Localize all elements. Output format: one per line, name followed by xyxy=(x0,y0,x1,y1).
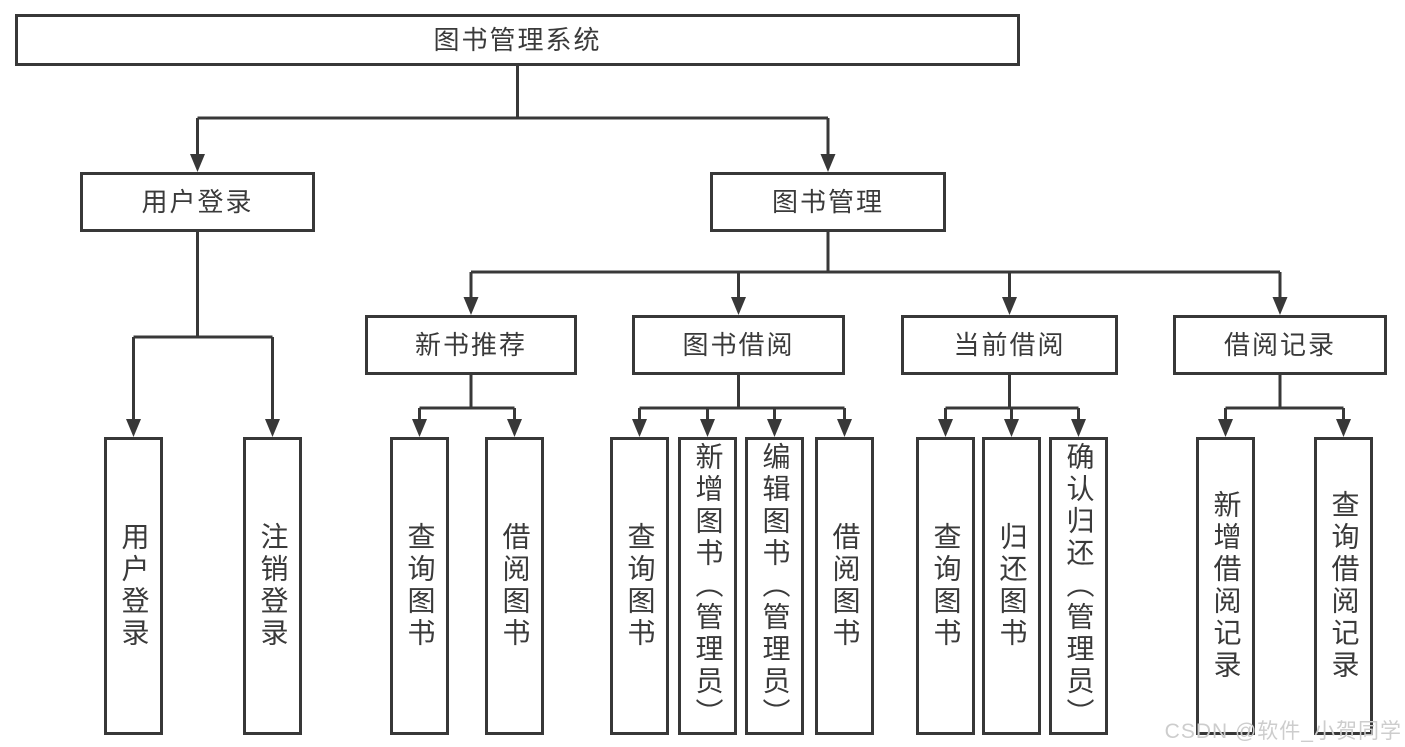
node-label: 用户登录 xyxy=(118,522,150,650)
node-label: 图书借阅 xyxy=(682,330,795,360)
node-new-book-recommendation: 新书推荐 xyxy=(365,315,577,375)
arrow-down-icon xyxy=(1071,419,1086,437)
arrow-down-icon xyxy=(938,419,953,437)
arrow-down-icon xyxy=(507,419,522,437)
node-leaf-return-books: 归还图书 xyxy=(982,437,1041,735)
node-label: 查询图书 xyxy=(404,522,436,650)
node-leaf-query-books-1: 查询图书 xyxy=(390,437,449,735)
connector-new-book-split xyxy=(412,375,522,437)
node-label: 用户登录 xyxy=(141,187,254,217)
node-leaf-query-books-3: 查询图书 xyxy=(916,437,975,735)
node-leaf-confirm-return-admin: 确认归还（管理员） xyxy=(1049,437,1108,735)
node-label: 图书管理系统 xyxy=(433,25,602,55)
node-label: 借阅记录 xyxy=(1223,330,1336,360)
arrow-down-icon xyxy=(463,297,479,315)
node-leaf-query-books-2: 查询图书 xyxy=(610,437,669,735)
arrow-down-icon xyxy=(1272,297,1288,315)
node-leaf-borrow-books-1: 借阅图书 xyxy=(485,437,544,735)
arrow-down-icon xyxy=(412,419,427,437)
arrow-down-icon xyxy=(1004,419,1019,437)
connector-user-login-split xyxy=(126,232,280,437)
node-root-system: 图书管理系统 xyxy=(15,14,1020,66)
node-label: 图书管理 xyxy=(771,187,884,217)
node-label: 查询图书 xyxy=(930,522,962,650)
node-label: 借阅图书 xyxy=(829,522,861,650)
node-label: 确认归还（管理员） xyxy=(1063,442,1095,730)
node-leaf-borrow-books-2: 借阅图书 xyxy=(815,437,874,735)
connector-root-split xyxy=(190,66,836,172)
arrow-down-icon xyxy=(1002,297,1017,315)
arrow-down-icon xyxy=(126,419,141,437)
node-leaf-edit-books-admin: 编辑图书（管理员） xyxy=(745,437,804,735)
node-book-management: 图书管理 xyxy=(710,172,946,232)
node-leaf-query-borrow-record: 查询借阅记录 xyxy=(1314,437,1373,735)
node-label: 编辑图书（管理员） xyxy=(759,442,791,730)
arrow-down-icon xyxy=(1218,419,1233,437)
node-label: 当前借阅 xyxy=(953,330,1066,360)
connector-book-management-split xyxy=(463,232,1288,315)
node-leaf-logout: 注销登录 xyxy=(243,437,302,735)
arrow-down-icon xyxy=(767,419,782,437)
node-borrowing-records: 借阅记录 xyxy=(1173,315,1387,375)
node-label: 查询图书 xyxy=(624,522,656,650)
arrow-down-icon xyxy=(632,419,647,437)
arrow-down-icon xyxy=(820,154,836,172)
arrow-down-icon xyxy=(837,419,852,437)
arrow-down-icon xyxy=(731,297,746,315)
csdn-watermark: CSDN @软件_小贺同学 xyxy=(1164,720,1402,743)
connector-current-borrow-split xyxy=(938,375,1086,437)
node-book-borrowing: 图书借阅 xyxy=(632,315,845,375)
connector-borrow-records-split xyxy=(1218,375,1351,437)
node-label: 借阅图书 xyxy=(499,522,531,650)
arrow-down-icon xyxy=(265,419,280,437)
node-label: 查询借阅记录 xyxy=(1328,490,1360,682)
node-label: 注销登录 xyxy=(257,522,289,650)
arrow-down-icon xyxy=(700,419,715,437)
node-user-login: 用户登录 xyxy=(80,172,315,232)
node-label: 新增图书（管理员） xyxy=(692,442,724,730)
node-leaf-add-borrow-record: 新增借阅记录 xyxy=(1196,437,1255,735)
node-label: 新增借阅记录 xyxy=(1210,490,1242,682)
connector-book-borrow-split xyxy=(632,375,852,437)
arrow-down-icon xyxy=(190,154,205,172)
arrow-down-icon xyxy=(1336,419,1351,437)
node-leaf-user-login: 用户登录 xyxy=(104,437,163,735)
node-label: 归还图书 xyxy=(996,522,1028,650)
node-current-borrowing: 当前借阅 xyxy=(901,315,1118,375)
node-leaf-add-books-admin: 新增图书（管理员） xyxy=(678,437,737,735)
node-label: 新书推荐 xyxy=(414,330,527,360)
